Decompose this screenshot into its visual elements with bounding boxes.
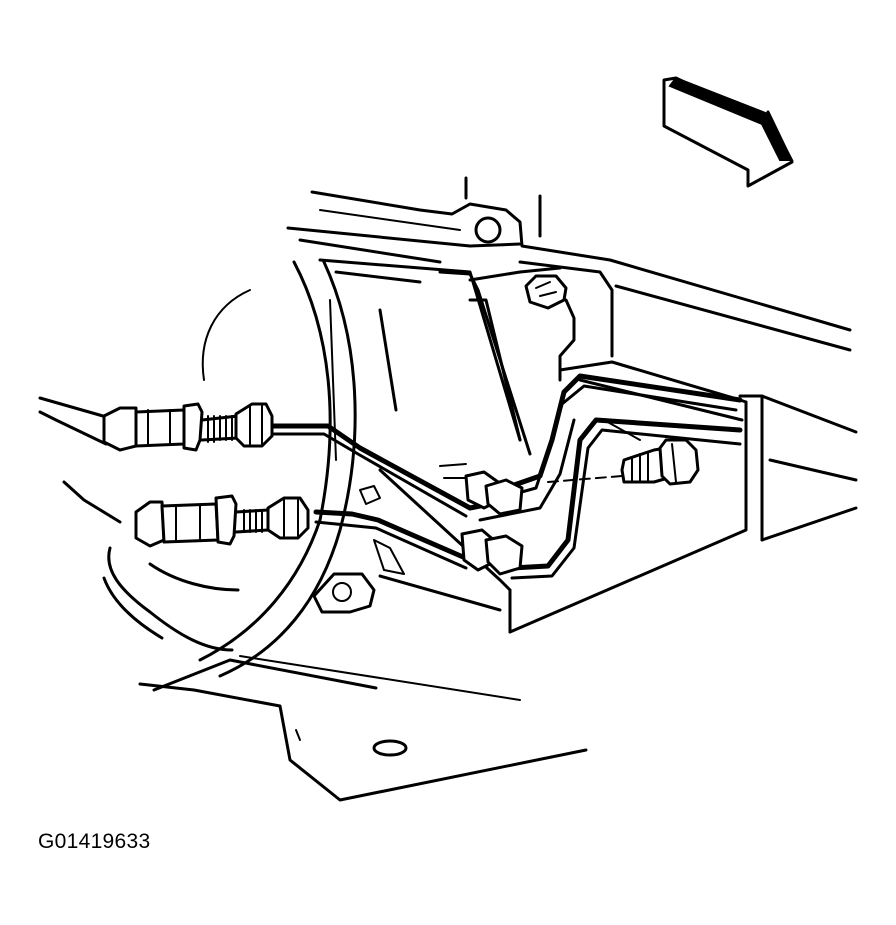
wheel-well [38, 260, 357, 678]
crossmember [378, 360, 858, 634]
frame-rail [286, 176, 852, 461]
upper-line-fitting [102, 402, 274, 452]
figure-code: G01419633 [38, 830, 151, 853]
line-clip [359, 463, 524, 576]
lower-line-fitting [134, 494, 310, 548]
lower-plate [138, 655, 588, 802]
nut-icon [312, 539, 405, 614]
bolt-icon [547, 438, 700, 486]
brake-line-lower [313, 417, 743, 580]
direction-arrow-icon [662, 76, 794, 188]
